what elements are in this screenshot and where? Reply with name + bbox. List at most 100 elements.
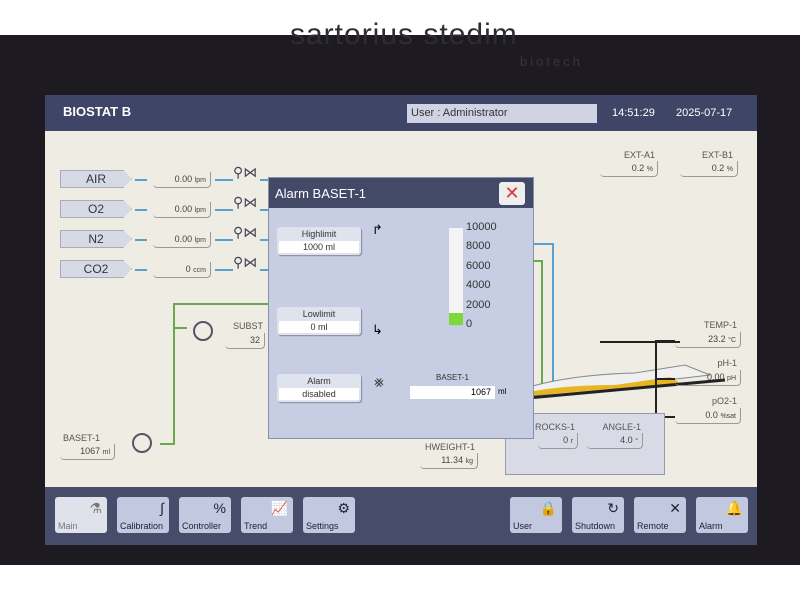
sensor-line (655, 340, 675, 342)
gas-flow-co2[interactable]: 0 ccm (153, 262, 211, 278)
main-button[interactable]: ⚗ Main (55, 497, 107, 533)
label: Alarm (307, 376, 331, 386)
trend-button[interactable]: 📈Trend (241, 497, 293, 533)
shutdown-button[interactable]: ↻Shutdown (572, 497, 624, 533)
valve-icon[interactable]: ⚲⋈ (233, 194, 258, 210)
valve-icon[interactable]: ⚲⋈ (233, 224, 258, 240)
ext-a1-value[interactable]: 0.2 % (600, 161, 658, 177)
brand-sub: biotech (520, 54, 583, 69)
sensor-value[interactable]: 0.0 %sat (675, 408, 741, 424)
feed-line (541, 260, 543, 385)
hweight-value[interactable]: 11.34 kg (420, 453, 478, 469)
gas-line (215, 209, 233, 211)
hmi-screen: BIOSTAT B User : Administrator 14:51:29 … (45, 95, 757, 545)
main-icon: ⚗ (89, 500, 102, 516)
label: TEMP-1 (703, 320, 737, 330)
rocks-value[interactable]: 0 r (538, 433, 578, 449)
unit: pH (727, 375, 736, 382)
sensor-value[interactable]: 23.2 °C (675, 332, 741, 348)
tick-label: 10000 (466, 221, 497, 233)
gas-label-air: AIR (60, 170, 132, 188)
subst-value[interactable]: 32 (225, 333, 265, 349)
hweight-label: HWEIGHT-1 (425, 442, 476, 452)
unit: lpm (194, 207, 206, 214)
gas-line (135, 179, 147, 181)
valve-icon[interactable]: ⚲⋈ (233, 164, 258, 180)
header-bar: BIOSTAT B User : Administrator 14:51:29 … (45, 95, 757, 131)
angle-value[interactable]: 4.0 ° (587, 433, 643, 449)
gas-label-n2: N2 (60, 230, 132, 248)
gas-line (135, 239, 147, 241)
unit: ccm (193, 267, 206, 274)
gas-line (135, 269, 147, 271)
value: 0 (563, 435, 569, 445)
label: Alarm (699, 521, 723, 531)
label: N2 (88, 232, 104, 246)
value: 0.2 (711, 163, 725, 173)
feed-line (173, 303, 268, 305)
unit: ° (635, 438, 638, 445)
label: pH-1 (717, 358, 737, 368)
unit: r (570, 438, 573, 445)
clock-time: 14:51:29 (612, 107, 655, 119)
tick-label: 6000 (466, 259, 491, 272)
sensor-label: pH-1 (685, 358, 737, 368)
calibration-button[interactable]: ∫ Calibration (117, 497, 169, 533)
value: 23.2 (708, 334, 726, 344)
remote-icon: ✕ (669, 500, 681, 516)
ext-b1-value[interactable]: 0.2 % (680, 161, 738, 177)
unit: lpm (194, 177, 206, 184)
controller-button[interactable]: %Controller (179, 497, 231, 533)
alarm-button[interactable]: 🔔Alarm (696, 497, 748, 533)
close-button[interactable]: ✕ (499, 182, 525, 205)
rocks-label: ROCKS-1 (534, 422, 575, 432)
user-field[interactable]: User : Administrator (407, 104, 597, 123)
subst-pump-icon[interactable] (193, 321, 213, 341)
label: Shutdown (575, 521, 616, 531)
level-bar (449, 228, 463, 325)
gas-line (215, 269, 233, 271)
unit: % (646, 166, 653, 173)
label: AIR (85, 172, 106, 186)
user-button[interactable]: 🔒User (510, 497, 562, 533)
sensor-value[interactable]: 0.00 pH (675, 370, 741, 386)
gas-flow-air[interactable]: 0.00 lpm (153, 172, 211, 188)
dialog-title: Alarm BASET-1 (269, 178, 533, 208)
valve-icon[interactable]: ⚲⋈ (233, 254, 258, 270)
readout-unit: ml (498, 387, 507, 396)
value: 0.00 (174, 204, 193, 214)
low-arrow-icon: ↳ (372, 322, 383, 337)
alarm-off-icon: ⨳ (374, 374, 384, 391)
gas-label-co2: CO2 (60, 260, 132, 278)
label: Main (58, 521, 78, 531)
alarm-icon: 🔔 (725, 500, 743, 516)
feed-line (160, 443, 175, 445)
sensor-label: TEMP-1 (685, 320, 737, 330)
gas-line (260, 239, 268, 241)
label: Settings (306, 521, 339, 531)
brand-logo: sartorius stedim (290, 18, 518, 51)
trend-icon: 📈 (270, 500, 288, 516)
calibration-icon: ∫ (160, 500, 164, 516)
remote-button[interactable]: ✕Remote (634, 497, 686, 533)
label: Calibration (120, 521, 164, 531)
label: Controller (182, 521, 222, 531)
baset-value[interactable]: 1067 ml (60, 444, 115, 460)
gas-flow-o2[interactable]: 0.00 lpm (153, 202, 211, 218)
angle-label: ANGLE-1 (602, 422, 641, 432)
gas-line (135, 209, 147, 211)
value: 1000 ml (279, 241, 359, 253)
base-pump-icon[interactable] (132, 433, 152, 453)
gas-line (215, 239, 233, 241)
gas-flow-n2[interactable]: 0.00 lpm (153, 232, 211, 248)
readout-value: 1067 (410, 386, 495, 399)
settings-button[interactable]: ⚙ Settings (303, 497, 355, 533)
ext-b1-label: EXT-B1 (701, 150, 733, 160)
value: 0 (185, 264, 191, 274)
scale-tick: 10000 (466, 221, 497, 233)
label: User (513, 521, 533, 531)
settings-icon: ⚙ (337, 500, 350, 516)
